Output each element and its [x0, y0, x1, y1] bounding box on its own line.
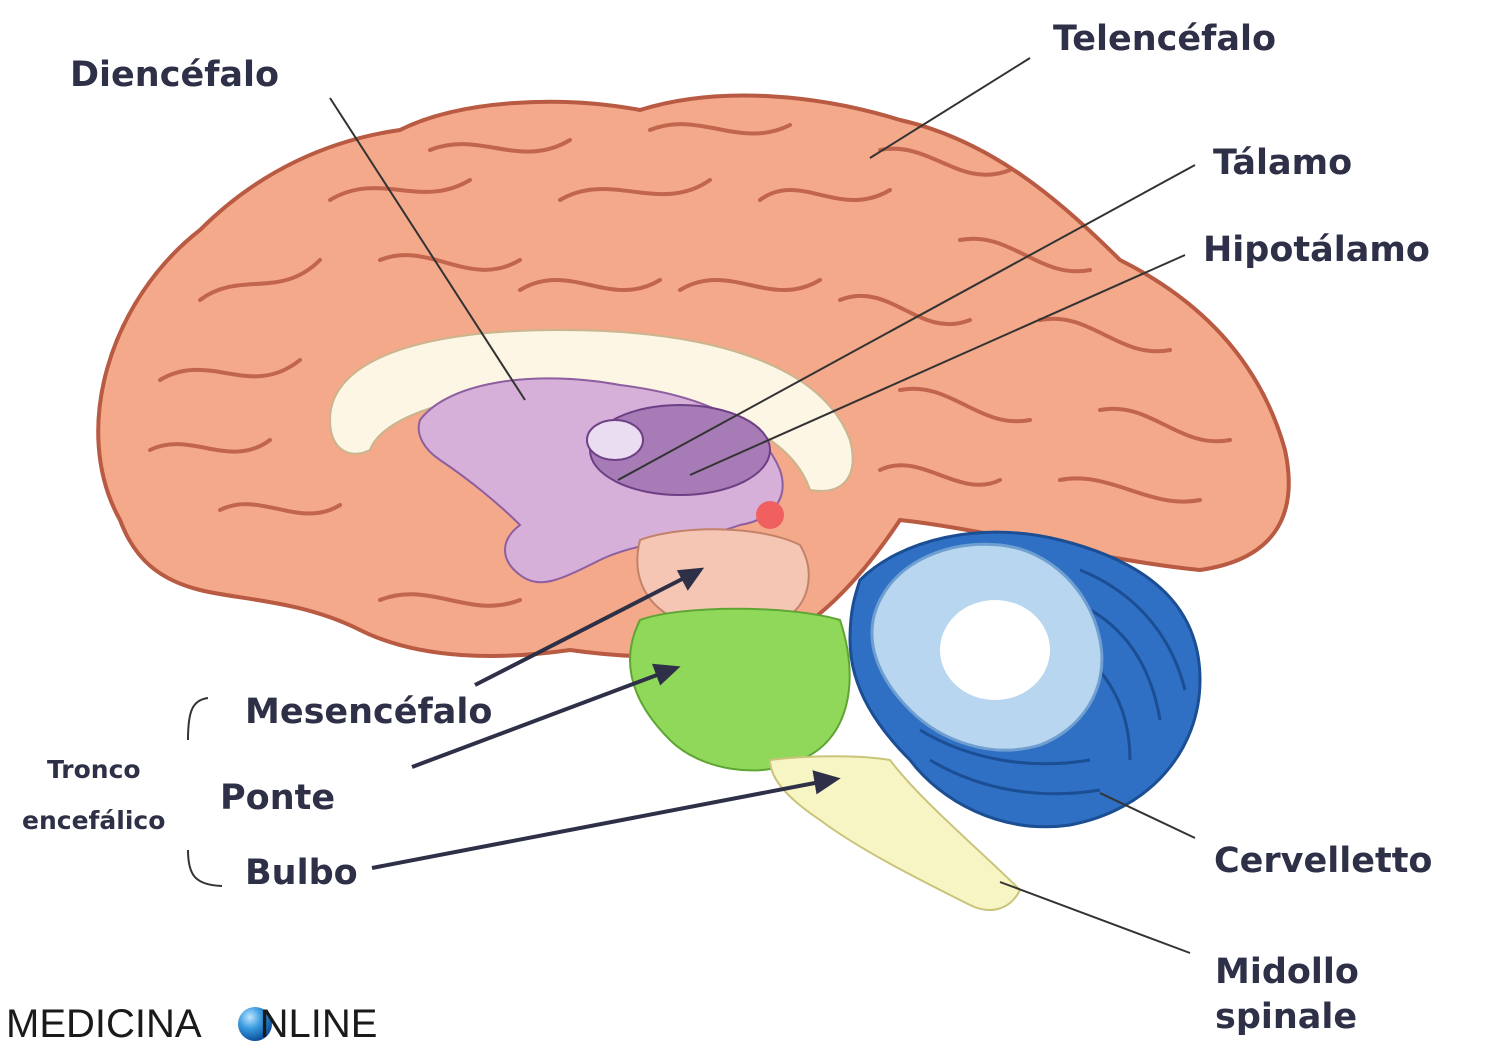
leader-diencefalo — [329, 97, 526, 401]
leader-hipotalamo — [689, 254, 1186, 476]
label-talamo: Tálamo — [1213, 143, 1353, 183]
label-hipotalamo: Hipotálamo — [1203, 230, 1430, 270]
label-tronco-line1: Tronco — [47, 755, 141, 784]
label-telencefalo: Telencéfalo — [1053, 19, 1276, 59]
label-midollo-line2: spinale — [1215, 997, 1358, 1037]
label-ponte: Ponte — [220, 778, 336, 818]
arrows — [371, 567, 841, 870]
watermark-medicina-online: MEDICINA NLINE — [6, 1004, 377, 1044]
arrow-ponte — [411, 670, 666, 769]
pineal-red-spot — [756, 501, 784, 529]
tronco-bracket — [187, 697, 223, 887]
leader-lines — [329, 57, 1196, 954]
leader-telencefalo — [869, 57, 1031, 159]
label-cervelletto: Cervelletto — [1214, 841, 1433, 881]
leader-cervelletto — [1099, 792, 1196, 839]
arrow-ponte-head — [652, 663, 681, 686]
arrow-bulbo-head — [812, 770, 841, 795]
medulla-spinal-cord — [768, 755, 1022, 911]
gyri-pattern — [148, 122, 1232, 608]
arrow-mesencefalo-head — [676, 567, 705, 591]
label-diencefalo: Diencéfalo — [70, 55, 280, 95]
arrow-bulbo — [371, 780, 821, 870]
corpus-callosum — [328, 328, 854, 492]
label-mesencefalo: Mesencéfalo — [245, 692, 493, 732]
pons — [629, 607, 851, 772]
watermark-part2: NLINE — [259, 1002, 378, 1046]
watermark-part1: MEDICINA — [6, 1002, 202, 1046]
midbrain — [636, 528, 810, 622]
label-midollo-line1: Midollo — [1215, 952, 1359, 992]
globe-icon — [238, 1007, 272, 1041]
interthalamic-adhesion — [586, 419, 644, 461]
arrow-mesencefalo — [474, 573, 691, 687]
leader-midollo — [999, 881, 1191, 954]
label-bulbo: Bulbo — [245, 853, 358, 893]
arbor-vitae-core — [940, 600, 1050, 700]
label-tronco-line2: encefálico — [22, 806, 166, 835]
leader-talamo — [617, 164, 1196, 481]
